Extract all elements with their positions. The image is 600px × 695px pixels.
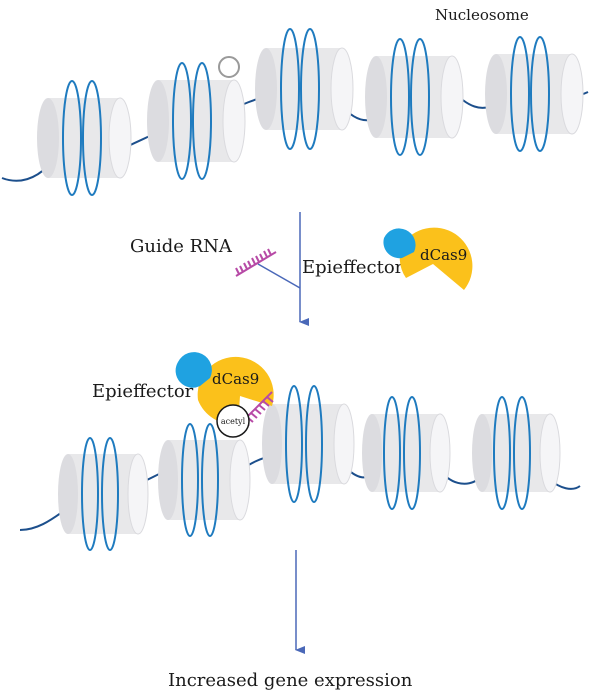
nucleosome-top-5 xyxy=(485,36,584,152)
epieffector-label-top: Epieffector xyxy=(302,257,404,278)
bottom-chromatin: Epieffector dCas9 acetyl xyxy=(19,352,581,551)
join-line xyxy=(257,263,301,289)
epieffector-label-bottom: Epieffector xyxy=(92,381,194,402)
top-dna-strand xyxy=(1,87,589,182)
epieffector-drop-top xyxy=(383,228,416,259)
assembly-step: Guide RNA Epieffector dCas9 xyxy=(130,212,473,326)
guide-rna-comb-top xyxy=(235,248,277,277)
nucleosome-bottom-5 xyxy=(472,396,561,510)
nucleosome-bottom-1 xyxy=(58,437,149,551)
nucleosome-top-4 xyxy=(365,38,464,156)
epieffector-drop-bottom xyxy=(175,352,212,388)
acetyl-mark-circle xyxy=(216,404,250,438)
nucleosome-bottom-4 xyxy=(362,396,451,510)
nucleosome-top-2 xyxy=(147,62,246,180)
dcas9-shape-top xyxy=(399,227,473,290)
nucleosome-top-1 xyxy=(37,80,132,196)
nucleosome-bottom-2 xyxy=(158,423,251,537)
guide-rna-label: Guide RNA xyxy=(130,236,233,257)
nucleosome-top-3 xyxy=(255,28,354,150)
empty-mark-circle xyxy=(218,56,240,78)
dcas9-label-top: dCas9 xyxy=(420,246,467,264)
acetyl-label: acetyl xyxy=(221,417,246,426)
dcas9-label-bottom: dCas9 xyxy=(212,370,259,388)
result-label: Increased gene expression xyxy=(168,670,413,691)
top-chromatin: Nucleosome xyxy=(1,6,589,196)
nucleosome-label: Nucleosome xyxy=(435,6,529,24)
bottom-dna-strand xyxy=(19,455,581,531)
dcas9-shape-bottom xyxy=(197,356,274,425)
nucleosome-bottom-3 xyxy=(262,385,355,503)
